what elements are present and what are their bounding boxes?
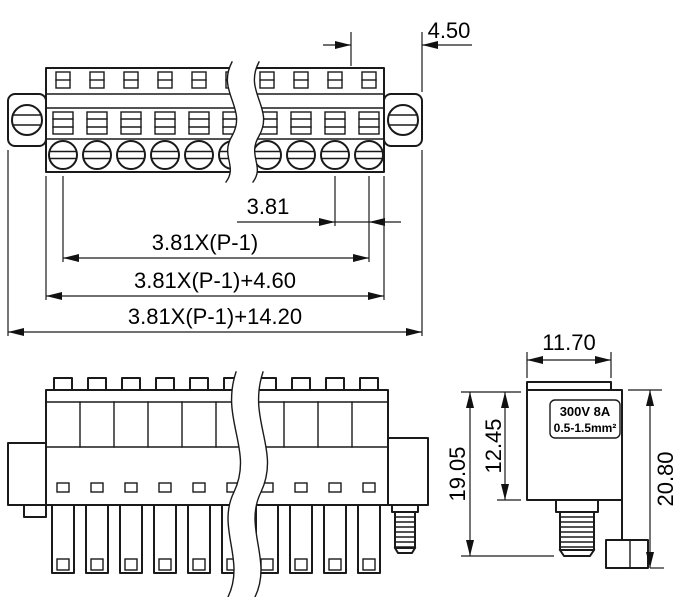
terminal-units-front (51, 377, 381, 574)
dim-11-70-label: 11.70 (542, 330, 595, 355)
dim-p1-label: 3.81X(P-1) (152, 230, 258, 255)
captive-screw-front (391, 504, 419, 554)
dim-p1-14-20-label: 3.81X(P-1)+14.20 (128, 304, 302, 329)
screw-threads-front (394, 516, 416, 548)
dim-4-50-label: 4.50 (428, 18, 471, 43)
break-lines-front (227, 371, 269, 597)
top-view-connector (7, 61, 423, 183)
rear-foot-side (605, 499, 649, 569)
dimension-top-width: 11.70 (526, 330, 612, 378)
terminal-units-top (48, 71, 384, 170)
dimension-pitch: 3.81 (237, 176, 401, 262)
top-view-dimensions: 4.50 3.81 3.81X(P-1) 3.81X(P-1)+4.60 3. (7, 18, 472, 336)
dimension-flange-offset: 4.50 (323, 18, 472, 92)
screw-threads-side (559, 516, 595, 548)
dim-20-80-label: 20.80 (653, 451, 678, 506)
front-view-connector (7, 371, 429, 597)
dimension-body-span: 3.81X(P-1)+4.60 (45, 176, 385, 300)
dimension-screw-height: 19.05 (445, 391, 554, 557)
side-view-dimensions: 11.70 19.05 12.45 20.80 (445, 330, 678, 569)
rating-label-plate: 300V 8A 0.5-1.5mm² (549, 399, 621, 439)
connector-body-front (45, 377, 389, 574)
side-view-connector: 300V 8A 0.5-1.5mm² (526, 381, 649, 569)
flange-right-side (387, 437, 429, 506)
flange-left (7, 93, 47, 147)
captive-screw-side (555, 499, 599, 557)
dim-19-05-label: 19.05 (445, 446, 470, 501)
rating-wire-label: 0.5-1.5mm² (554, 421, 617, 435)
flange-left-side (7, 442, 47, 518)
dim-3-81-label: 3.81 (247, 194, 290, 219)
dim-12-45-label: 12.45 (481, 418, 506, 473)
dim-p1-4-60-label: 3.81X(P-1)+4.60 (134, 268, 296, 293)
dimension-body-height: 12.45 (481, 392, 521, 501)
dimension-total-span: 3.81X(P-1)+14.20 (7, 150, 423, 336)
connector-body-top (45, 67, 385, 173)
dimension-pole-span: 3.81X(P-1) (62, 176, 369, 262)
break-lines-top (225, 61, 265, 183)
dimension-total-height: 20.80 (628, 389, 678, 569)
flange-right (383, 93, 423, 147)
rating-voltage-label: 300V 8A (560, 404, 611, 419)
